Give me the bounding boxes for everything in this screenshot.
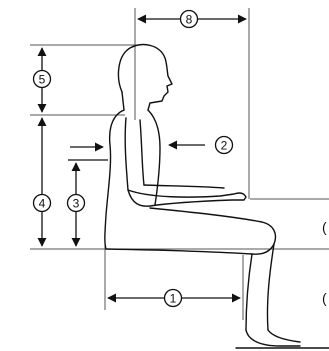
callout-1: 1	[163, 288, 183, 308]
person-head	[117, 43, 173, 111]
callout-partial-right-top: (	[322, 219, 327, 235]
callout-5-label: 5	[39, 73, 46, 87]
callout-2-label: 2	[221, 139, 228, 153]
seated-person-figure	[104, 43, 329, 349]
person-lower-leg	[245, 243, 275, 331]
callouts: 8 5 4 3 2 1 ( (	[32, 9, 327, 308]
person-forearm-top	[143, 184, 225, 189]
person-chest	[147, 109, 161, 206]
dimension-arrows	[37, 14, 247, 303]
callout-3-label: 3	[73, 197, 80, 211]
person-foot	[245, 329, 301, 347]
person-forearm	[127, 189, 247, 207]
person-thigh	[105, 207, 277, 255]
callout-partial-right-bottom: (	[322, 290, 327, 306]
callout-2: 2	[214, 135, 234, 155]
callout-5: 5	[32, 69, 52, 89]
callout-3: 3	[66, 193, 86, 213]
callout-8: 8	[179, 9, 199, 29]
callout-8-label: 8	[186, 13, 193, 27]
callout-1-label: 1	[170, 292, 177, 306]
callout-4-label: 4	[39, 197, 46, 211]
guide-lines	[30, 8, 329, 320]
callout-4: 4	[32, 193, 52, 213]
person-upper-arm	[124, 117, 145, 191]
person-back	[104, 109, 125, 250]
person-neck	[121, 91, 125, 111]
